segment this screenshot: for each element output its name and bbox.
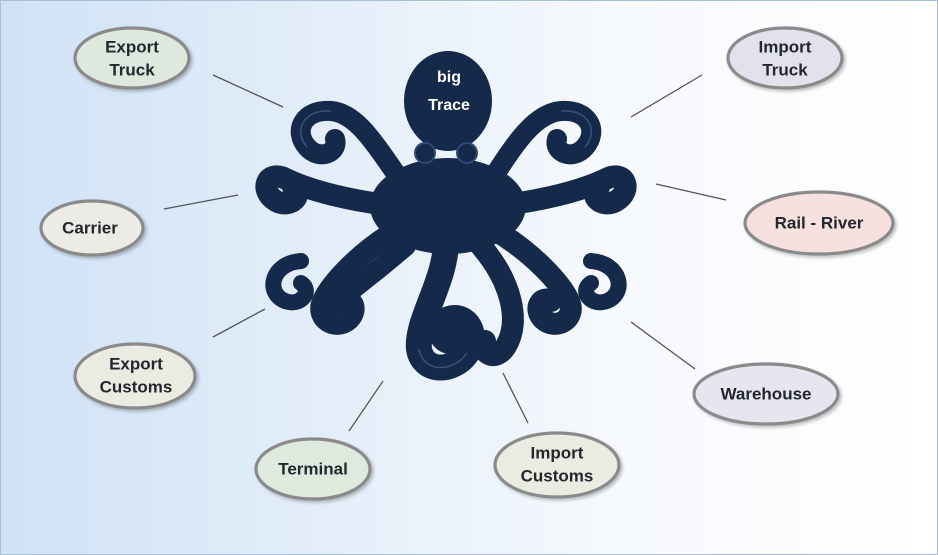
connector-warehouse xyxy=(630,321,696,370)
center-label-line2: Trace xyxy=(428,97,470,114)
carrier-label: Carrier xyxy=(62,218,118,237)
import-truck-label-line1: Import xyxy=(759,37,812,56)
import-truck-label-line2: Truck xyxy=(762,60,808,79)
warehouse-label: Warehouse xyxy=(720,384,811,403)
node-import-customs xyxy=(493,431,621,499)
export-customs-label-line2: Customs xyxy=(100,377,173,396)
node-carrier xyxy=(39,199,145,257)
connector-carrier xyxy=(163,194,239,210)
node-warehouse xyxy=(692,362,840,426)
export-truck-label-line2: Truck xyxy=(109,60,155,79)
rail-river-label: Rail - River xyxy=(775,213,864,232)
import-customs-label-line2: Customs xyxy=(521,466,594,485)
node-export-customs xyxy=(73,342,197,410)
connector-rail-river xyxy=(655,183,727,201)
export-customs-label-line1: Export xyxy=(109,354,163,373)
export-truck-label-line1: Export xyxy=(105,37,159,56)
octopus-icon: big Trace xyxy=(255,51,637,381)
connector-export-truck xyxy=(212,74,284,108)
center-label-line1: big xyxy=(437,69,461,86)
node-rail-river xyxy=(743,190,895,256)
terminal-label: Terminal xyxy=(278,459,348,478)
connector-terminal xyxy=(348,380,384,432)
node-terminal xyxy=(254,437,372,501)
connector-export-customs xyxy=(212,308,266,338)
node-export-truck xyxy=(73,26,191,90)
import-customs-label-line1: Import xyxy=(531,443,584,462)
node-import-truck xyxy=(726,26,844,90)
connector-lines xyxy=(163,74,727,432)
connector-import-truck xyxy=(630,74,703,118)
connector-import-customs xyxy=(502,372,529,424)
